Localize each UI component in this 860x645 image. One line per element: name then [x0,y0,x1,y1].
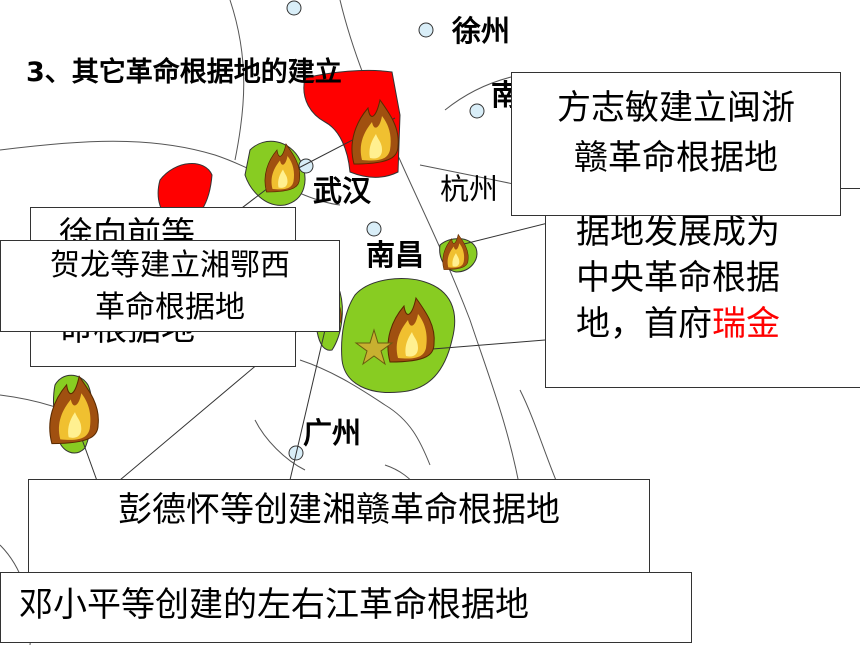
fire-icon [49,375,99,445]
map-border-line [229,0,245,161]
callout-central-prefix: 地，首府 [576,304,712,344]
map-border-line [299,359,431,466]
fire-icon [442,233,469,270]
city-label-hangzhou: 杭州 [440,172,499,206]
city-label-wuhan: 武汉 [313,174,372,208]
fire-icon [387,296,435,363]
map-border-line [519,389,561,491]
callout-xianggan: 彭德怀等创建湘赣革命根据地 [28,479,650,575]
capital-ruijin: 瑞金 [712,304,780,344]
city-dot [286,0,302,16]
callout-zuoyoujiang: 邓小平等创建的左右江革命根据地 [0,572,692,643]
callout-central-base: 据地发展成为 中央革命根据 地，首府瑞金 [545,188,860,388]
callout-line [419,339,546,351]
city-label-guangzhou: 广州 [303,416,362,450]
callout-minzhegan-line-1: 方志敏建立闽浙 [557,88,795,128]
star-icon [354,328,394,366]
callout-central-line-3: 地，首府瑞金 [576,301,860,347]
callout-line [289,329,326,481]
city-dot-xuzhou [418,22,434,38]
city-label-nanchang: 南昌 [366,238,425,272]
fire-icon [264,143,301,193]
callout-central-line-2: 中央革命根据 [576,258,780,298]
map-border-line [254,419,306,471]
city-dot-nanjing [469,103,485,119]
callout-central-line-1: 据地发展成为 [576,212,780,252]
slide-title: 3、其它革命根据地的建立 [26,57,342,88]
callout-xiangexi: 贺龙等建立湘鄂西 革命根据地 [0,240,340,332]
fire-icon [351,98,399,165]
callout-minzhegan-line-2: 赣革命根据地 [574,138,778,178]
city-dot-nanchang [366,221,382,237]
callout-xiangexi-line-1: 贺龙等建立湘鄂西 [50,248,290,283]
callout-minzhegan: 方志敏建立闽浙 赣革命根据地 [511,72,841,216]
callout-xianggan-text: 彭德怀等创建湘赣革命根据地 [118,490,560,530]
city-label-xuzhou: 徐州 [452,14,511,48]
callout-zuoyoujiang-text: 邓小平等创建的左右江革命根据地 [19,585,529,625]
callout-xiangexi-line-2: 革命根据地 [95,290,245,325]
